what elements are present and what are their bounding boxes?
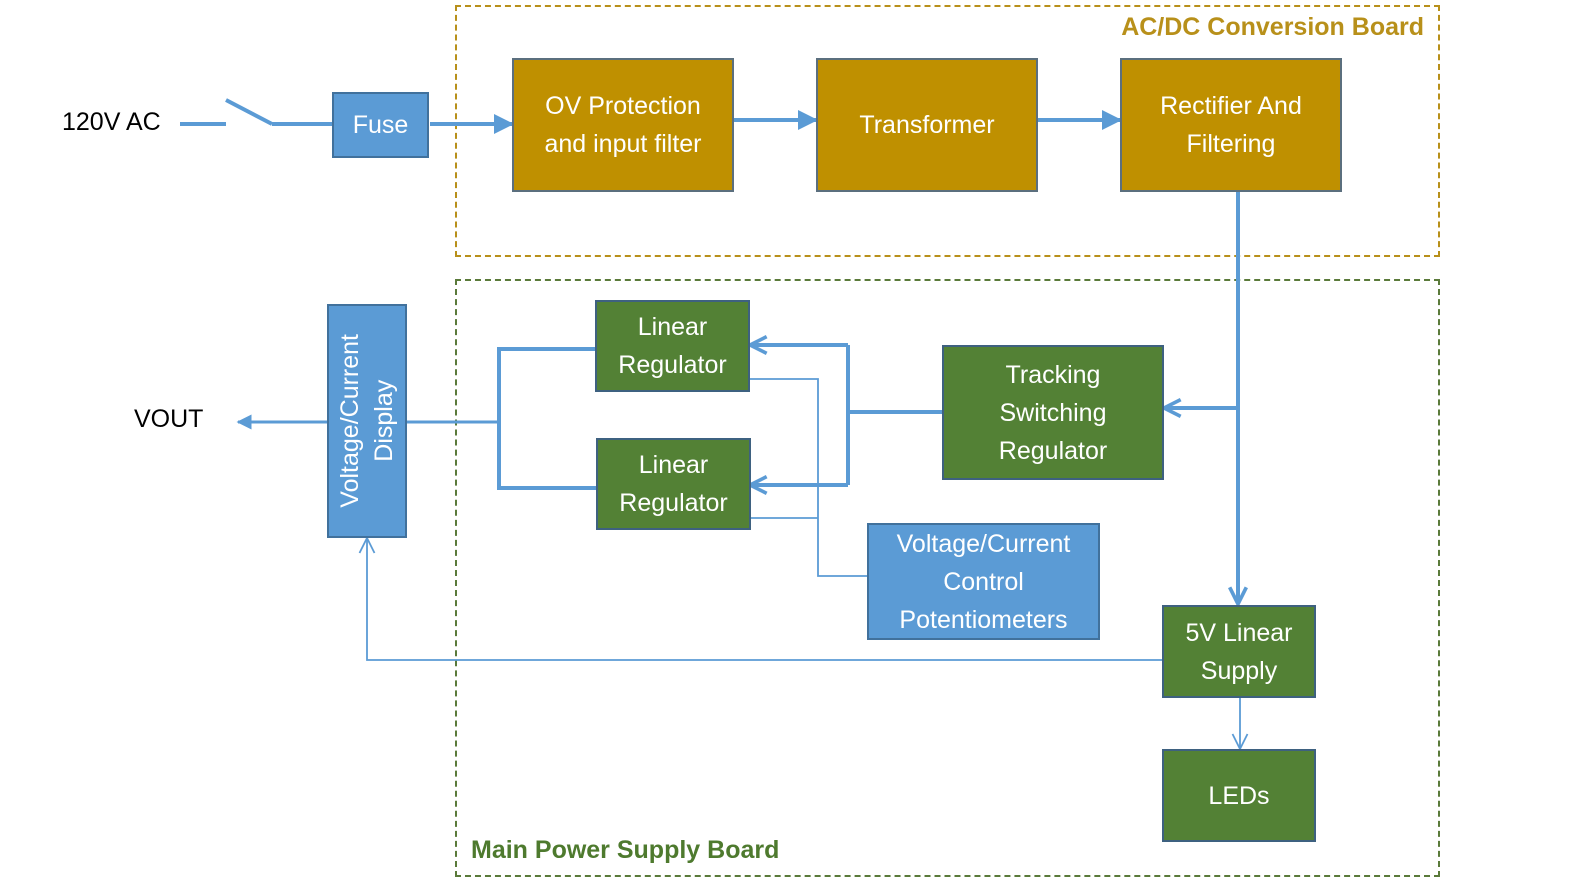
- transformer-block: Transformer: [816, 58, 1038, 192]
- ov-protection-block: OV Protection and input filter: [512, 58, 734, 192]
- leds-block: LEDs: [1162, 749, 1316, 842]
- potentiometers-block: Voltage/Current Control Potentiometers: [867, 523, 1100, 640]
- leds-label: LEDs: [1208, 781, 1270, 810]
- display-label: Voltage/Current Display: [336, 334, 398, 508]
- 5v-supply-label: 5V Linear Supply: [1185, 618, 1293, 685]
- 5v-linear-supply-block: 5V Linear Supply: [1162, 605, 1316, 698]
- linear-regulator-2-label: Linear Regulator: [619, 451, 728, 517]
- voltage-current-display-block: Voltage/Current Display: [327, 304, 407, 538]
- transformer-label: Transformer: [859, 111, 995, 139]
- vout-label: VOUT: [134, 405, 204, 433]
- ac-dc-conversion-board: AC/DC Conversion Board: [455, 5, 1440, 257]
- tracking-switching-regulator-block: Tracking Switching Regulator: [942, 345, 1164, 480]
- rectifier-label: Rectifier And Filtering: [1160, 92, 1302, 158]
- linear-regulator-1-label: Linear Regulator: [618, 313, 727, 379]
- main-board-label: Main Power Supply Board: [471, 836, 780, 864]
- 5v-to-display-arrow: [367, 538, 1162, 661]
- fuse-label: Fuse: [352, 111, 409, 139]
- fuse-block: Fuse: [332, 92, 429, 158]
- input-120v-ac-label: 120V AC: [62, 108, 161, 136]
- switch-lever: [225, 98, 273, 126]
- ov-protection-label: OV Protection and input filter: [544, 92, 702, 158]
- linear-regulator-2-block: Linear Regulator: [596, 438, 751, 530]
- pot-to-linear-reg-1-wire: [750, 378, 868, 577]
- rectifier-filtering-block: Rectifier And Filtering: [1120, 58, 1342, 192]
- potentiometers-label: Voltage/Current Control Potentiometers: [896, 529, 1071, 634]
- ac-dc-board-label: AC/DC Conversion Board: [1121, 13, 1424, 41]
- linear-regulator-1-block: Linear Regulator: [595, 300, 750, 392]
- main-power-supply-board: Main Power Supply Board: [455, 279, 1440, 877]
- tracking-switching-label: Tracking Switching Regulator: [998, 360, 1108, 465]
